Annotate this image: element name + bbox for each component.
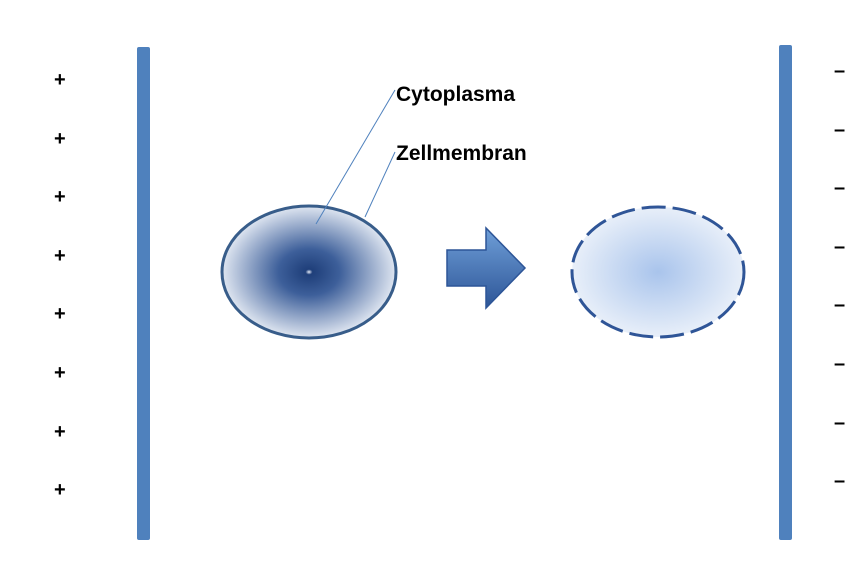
positive-sign-list: + + + + + + + +	[54, 69, 66, 501]
negative-sign: –	[834, 60, 845, 82]
process-arrow	[446, 226, 527, 310]
negative-sign: –	[834, 294, 845, 316]
positive-sign: +	[54, 479, 66, 501]
negative-sign: –	[834, 353, 845, 375]
intact-cell	[220, 204, 398, 340]
negative-electrode-plate	[779, 45, 792, 540]
positive-sign: +	[54, 362, 66, 384]
negative-sign: –	[834, 412, 845, 434]
negative-sign: –	[834, 177, 845, 199]
negative-sign-list: – – – – – – – –	[834, 60, 845, 492]
cytoplasm-label: Cytoplasma	[396, 83, 515, 106]
positive-sign: +	[54, 303, 66, 325]
positive-sign: +	[54, 186, 66, 208]
lysed-cell	[570, 205, 746, 339]
positive-sign: +	[54, 245, 66, 267]
membrane-label: Zellmembran	[396, 142, 527, 165]
negative-sign: –	[834, 470, 845, 492]
cytoplasm-leader-line	[315, 89, 396, 225]
positive-sign: +	[54, 69, 66, 91]
positive-sign: +	[54, 421, 66, 443]
positive-electrode-plate	[137, 47, 150, 540]
negative-sign: –	[834, 119, 845, 141]
negative-sign: –	[834, 236, 845, 258]
membrane-leader-line	[364, 151, 396, 218]
positive-sign: +	[54, 128, 66, 150]
